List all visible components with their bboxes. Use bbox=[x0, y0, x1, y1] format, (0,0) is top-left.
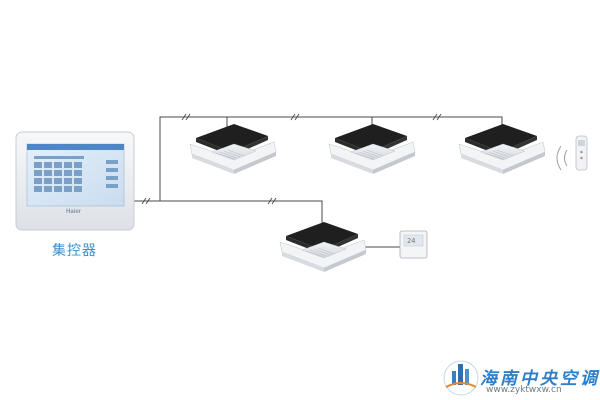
indoor-unit-2 bbox=[328, 123, 416, 175]
remote-control bbox=[556, 135, 588, 171]
wired-controller bbox=[399, 230, 428, 259]
indoor-unit-3 bbox=[458, 123, 546, 175]
controller-brand-logo: Haier bbox=[66, 209, 82, 215]
indoor-unit-1 bbox=[189, 123, 277, 175]
wiring bbox=[133, 116, 503, 248]
controller-label: 集控器 bbox=[52, 243, 97, 259]
indoor-unit-4 bbox=[279, 221, 367, 273]
watermark-logo bbox=[443, 360, 479, 396]
thermostat-display: 24 bbox=[407, 237, 416, 245]
watermark-name: 海南中央空调 bbox=[480, 369, 600, 389]
central-controller bbox=[15, 131, 135, 231]
watermark-url: www.zyktwxw.cn bbox=[486, 385, 562, 395]
